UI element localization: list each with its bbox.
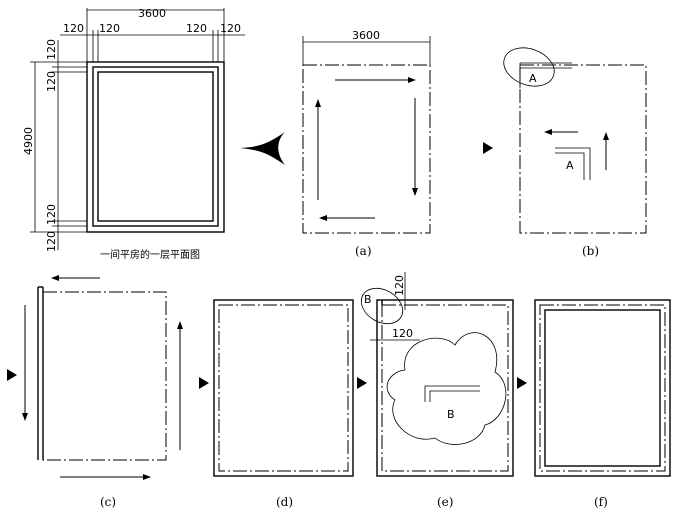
dim-height-label: 4900	[22, 127, 35, 155]
highlight-ellipse	[360, 287, 404, 325]
highlight-ellipse	[503, 47, 555, 87]
dim-wall-label: 120	[186, 22, 207, 35]
axis-rect	[302, 64, 431, 234]
arrow-left-icon	[240, 132, 285, 165]
outer-wall	[376, 299, 514, 477]
label-b-center: B	[447, 408, 455, 421]
axis-rect	[42, 291, 167, 461]
outer-wall	[86, 61, 225, 233]
cloud-highlight	[386, 332, 507, 445]
wall-left	[37, 287, 44, 460]
panel-caption: (c)	[100, 495, 116, 509]
inner-wall	[544, 309, 661, 467]
dim-wall-label: 120	[45, 39, 58, 60]
inner-wall	[97, 71, 214, 222]
panel-d: (d)	[213, 299, 354, 509]
outer-wall	[213, 299, 354, 477]
wall-corner-detail	[424, 385, 480, 402]
panel-e: B 120 120 B (e)	[360, 272, 514, 509]
arrow-right-icon	[357, 377, 367, 389]
label-b: B	[364, 293, 372, 306]
wall-axis-line	[92, 66, 219, 227]
panel-f: (f)	[534, 299, 671, 509]
dim-wall-label: 120	[45, 231, 58, 252]
floor-plan: 3600 120 120 120 120 4900 120 120 120 12…	[22, 7, 245, 261]
panel-caption: (f)	[594, 495, 608, 509]
arrow-right-icon	[517, 377, 527, 389]
panel-caption: (e)	[437, 495, 453, 509]
panel-a: 3600 (a)	[302, 29, 431, 258]
dim-wall-label: 120	[99, 22, 120, 35]
dim-wall-label: 120	[45, 71, 58, 92]
plan-title: 一间平房的一层平面图	[100, 248, 200, 261]
wall-corner	[519, 62, 572, 88]
axis-rect	[519, 64, 647, 234]
outer-wall	[534, 299, 671, 477]
axis-rect	[218, 304, 349, 472]
axis-rect	[381, 304, 509, 472]
wall-corner-detail	[555, 147, 591, 180]
dim-width-label: 3600	[352, 29, 380, 42]
panel-caption: (b)	[582, 244, 599, 258]
label-a: A	[529, 72, 537, 85]
dim-wall-label: 120	[220, 22, 241, 35]
label-a-center: A	[566, 159, 574, 172]
dim-wall-label: 120	[45, 204, 58, 225]
dim-wall-label: 120	[392, 327, 413, 340]
dim-wall-label: 120	[393, 275, 406, 296]
dim-width-label: 3600	[138, 7, 166, 20]
arrow-right-icon	[7, 369, 17, 381]
arrow-right-icon	[483, 142, 493, 154]
panel-c: (c)	[22, 275, 183, 509]
dim-wall-label: 120	[63, 22, 84, 35]
axis-rect	[539, 304, 666, 472]
panel-b: A A (b)	[503, 47, 647, 258]
panel-caption: (a)	[355, 244, 372, 258]
arrow-right-icon	[199, 377, 209, 389]
panel-caption: (d)	[276, 495, 293, 509]
